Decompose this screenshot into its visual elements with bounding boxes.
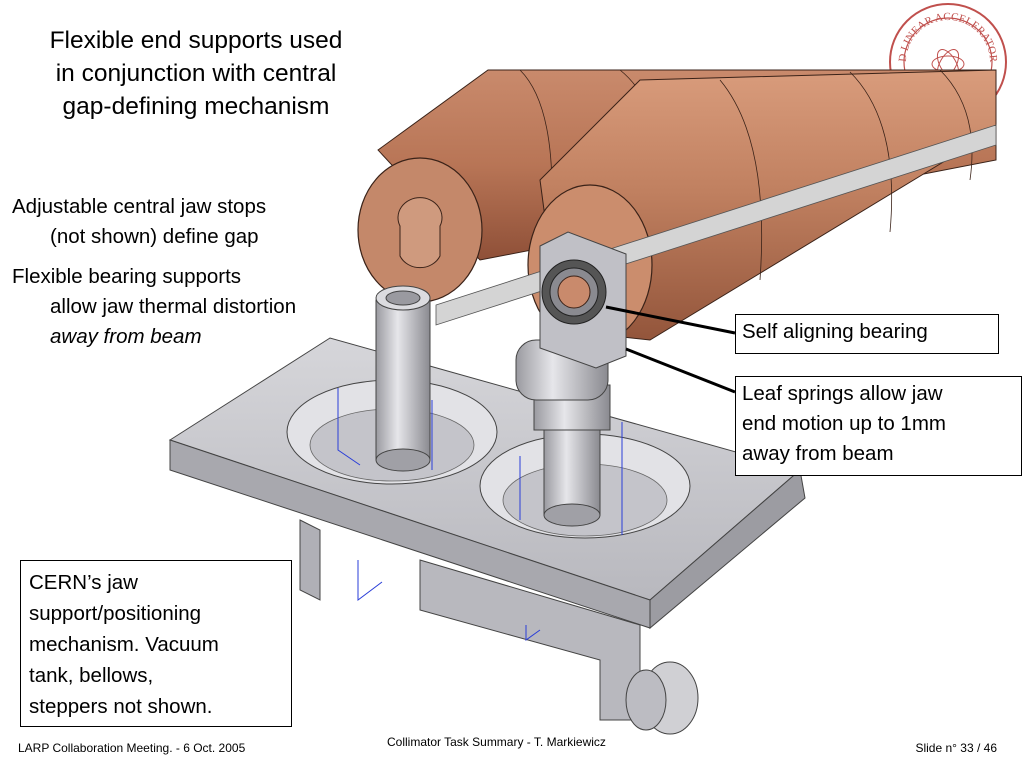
callout-leaf-springs: Leaf springs allow jaw end motion up to … [735,376,1022,476]
callout-text: Self aligning bearing [742,320,928,343]
logo-text: D LINEAR ACCELERATOR [897,11,999,63]
base-plate [168,337,806,630]
sketch-lines [337,388,623,641]
callout-text: support/positioning [29,602,202,625]
bullet-item: Flexible bearing supports allow jaw ther… [12,262,372,352]
slide-title: Flexible end supports used in conjunctio… [14,24,378,123]
bullet-continuation: allow jaw thermal distortion [50,295,297,318]
callout-text: tank, bellows, [29,664,154,687]
callout-text: steppers not shown. [29,695,213,718]
title-line: in conjunction with central [55,60,337,87]
title-line: gap-defining mechanism [62,93,330,120]
bearing-block [539,231,627,369]
footer-meeting: LARP Collaboration Meeting. - 6 Oct. 200… [18,741,246,755]
svg-text:D LINEAR ACCELERATOR: D LINEAR ACCELERATOR [897,11,999,63]
bullet-emphasis: away from beam [50,325,202,348]
title-line: Flexible end supports used [49,27,343,54]
callout-text: mechanism. Vacuum [29,633,219,656]
callout-cern-mechanism: CERN’s jaw support/positioning mechanism… [20,560,292,727]
callout-text: CERN’s jaw [29,571,138,594]
bullet-continuation: (not shown) define gap [50,225,259,248]
lower-bracket [299,519,699,735]
callout-text: Leaf springs allow jaw [742,382,943,405]
bullet-list: Adjustable central jaw stops (not shown)… [12,192,372,362]
footer-slide-number: Slide n° 33 / 46 [915,741,997,755]
callout-text: end motion up to 1mm [742,412,946,435]
callout-pointers [605,305,736,394]
footer-talk-title: Collimator Task Summary - T. Markiewicz [387,735,606,749]
callout-self-aligning-bearing: Self aligning bearing [735,314,999,354]
bullet-item: Adjustable central jaw stops (not shown)… [12,192,372,252]
callout-text: away from beam [742,442,894,465]
bullet-text: Adjustable central jaw stops [12,195,267,218]
left-post [375,285,431,472]
bullet-text: Flexible bearing supports [12,265,242,288]
